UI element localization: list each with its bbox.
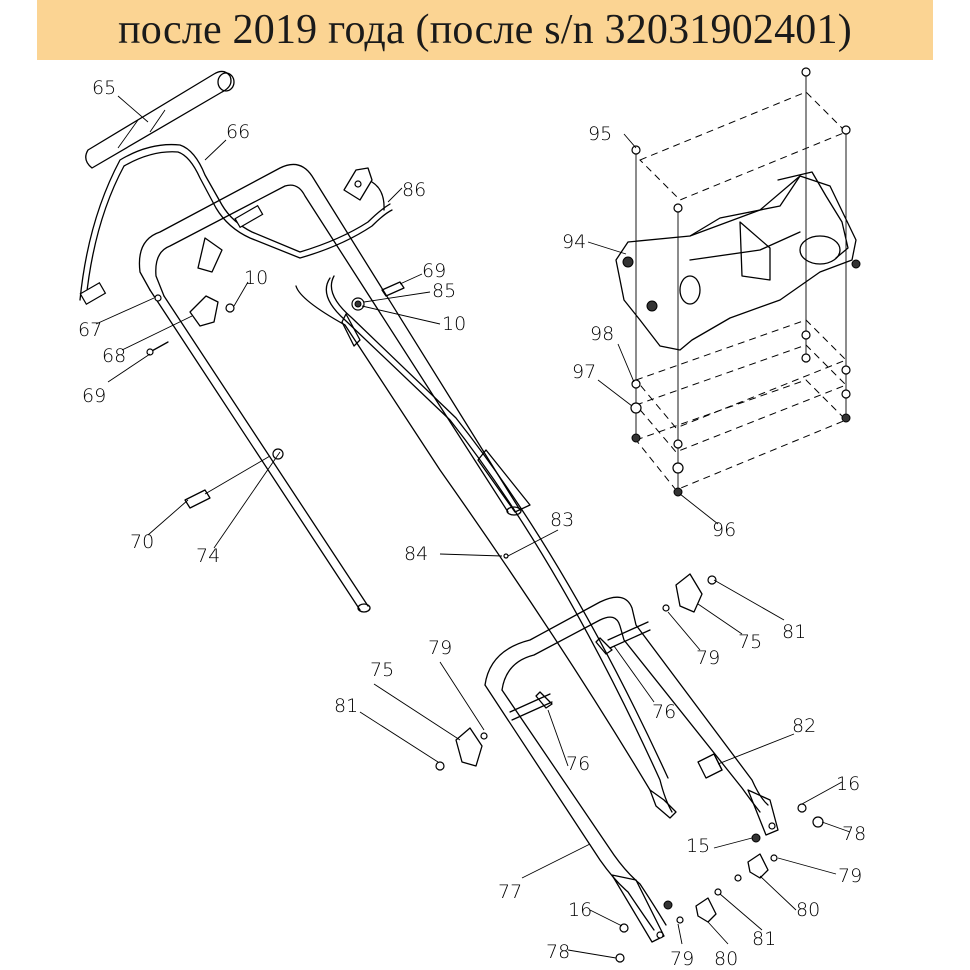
callout-16: 16 bbox=[836, 773, 860, 795]
callout-10: 10 bbox=[244, 267, 268, 289]
callout-81c: 81 bbox=[752, 928, 776, 950]
callout-79c: 79 bbox=[838, 865, 862, 887]
leader-lines bbox=[95, 95, 851, 959]
callout-77: 77 bbox=[498, 881, 522, 903]
callout-97: 97 bbox=[572, 361, 596, 383]
callout-79: 79 bbox=[696, 647, 720, 669]
callout-94: 94 bbox=[562, 231, 586, 253]
lower-handle-frame bbox=[484, 596, 779, 943]
callout-76b: 76 bbox=[566, 753, 590, 775]
callout-69b: 69 bbox=[82, 385, 106, 407]
callout-80b: 80 bbox=[714, 948, 738, 970]
callout-74: 74 bbox=[196, 545, 220, 567]
part-65-handle-grip bbox=[85, 70, 235, 169]
callout-67: 67 bbox=[78, 319, 102, 341]
part-66-control-bail bbox=[79, 143, 393, 306]
part-68-clamp bbox=[146, 295, 235, 356]
part-86-bracket bbox=[343, 167, 385, 211]
callout-75: 75 bbox=[738, 631, 762, 653]
callout-81: 81 bbox=[782, 621, 806, 643]
part-70-cable-clip bbox=[184, 455, 271, 509]
callout-66: 66 bbox=[226, 121, 250, 143]
knob-assembly-left bbox=[435, 691, 553, 771]
part-82-plug bbox=[697, 753, 723, 779]
callout-15: 15 bbox=[686, 835, 710, 857]
page-title: после 2019 года (после s/n 32031902401) bbox=[118, 7, 852, 53]
callout-81b: 81 bbox=[334, 695, 358, 717]
part-94-deck-bracket bbox=[615, 67, 861, 497]
callout-65: 65 bbox=[92, 77, 116, 99]
callout-84: 84 bbox=[404, 543, 428, 565]
callout-85: 85 bbox=[432, 280, 456, 302]
lower-fasteners bbox=[615, 803, 824, 963]
callout-80: 80 bbox=[796, 899, 820, 921]
callout-96: 96 bbox=[712, 519, 736, 541]
callout-70: 70 bbox=[130, 531, 154, 553]
callout-95: 95 bbox=[588, 123, 612, 145]
callout-79b: 79 bbox=[428, 637, 452, 659]
callout-16b: 16 bbox=[568, 899, 592, 921]
callout-68: 68 bbox=[102, 345, 126, 367]
part-84-cable bbox=[295, 275, 677, 819]
callout-86: 86 bbox=[402, 179, 426, 201]
callout-83: 83 bbox=[550, 509, 574, 531]
callout-75b: 75 bbox=[370, 659, 394, 681]
callout-10b: 10 bbox=[442, 313, 466, 335]
title-banner: после 2019 года (после s/n 32031902401) bbox=[37, 0, 933, 60]
callout-79d: 79 bbox=[670, 948, 694, 970]
callout-82: 82 bbox=[792, 715, 816, 737]
callout-78b: 78 bbox=[546, 941, 570, 963]
callout-98: 98 bbox=[590, 323, 614, 345]
callout-labels: 65 66 86 95 94 10 69 85 10 67 68 69 98 9… bbox=[78, 77, 866, 970]
callout-76: 76 bbox=[652, 701, 676, 723]
knob-assembly-right bbox=[595, 573, 717, 655]
callout-69: 69 bbox=[422, 260, 446, 282]
callout-78: 78 bbox=[842, 823, 866, 845]
